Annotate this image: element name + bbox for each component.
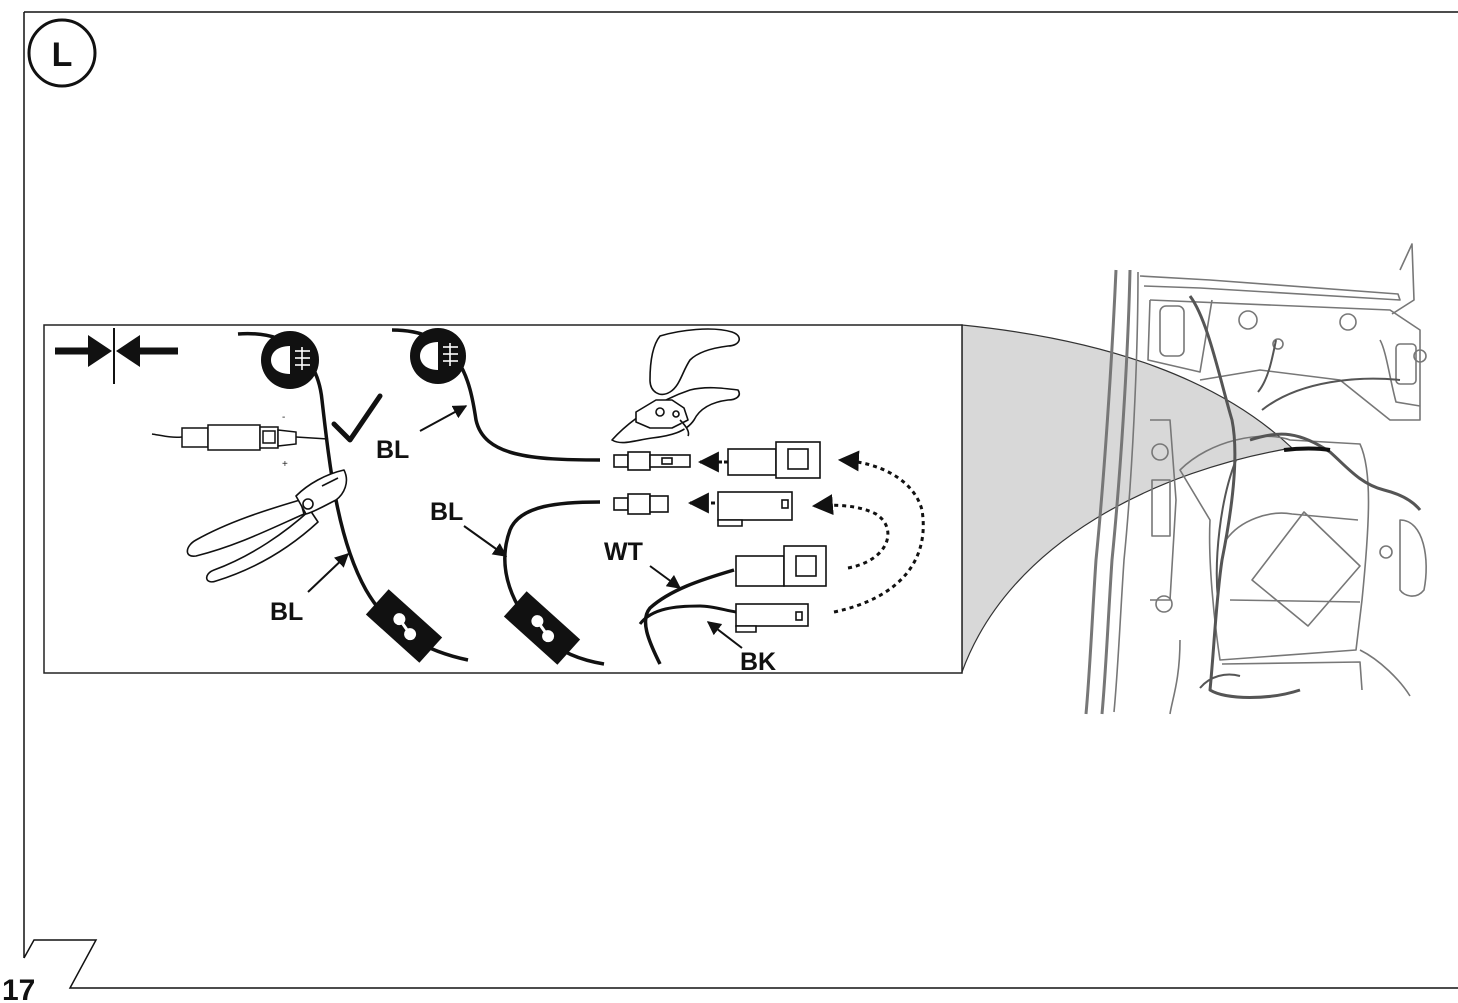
fog-lamp-icon [261, 331, 319, 389]
dotted-arrow-upper [833, 450, 925, 614]
test-light-icon [151, 424, 329, 451]
step-letter-badge: L [27, 18, 97, 88]
wire-label-bk: BK [740, 648, 776, 676]
test-light-plus: + [282, 459, 288, 470]
male-housing-2 [735, 545, 827, 587]
female-housing-2 [735, 603, 809, 633]
wire-section-1: - + BL [151, 331, 469, 663]
crimping-tool-icon [611, 328, 741, 444]
dotted-arrow-lower [811, 494, 890, 570]
wire-label-wt: WT [604, 538, 643, 566]
step-letter: L [52, 36, 73, 74]
socket-terminal-1 [613, 493, 669, 515]
wire-section-2: BL BL [376, 328, 925, 666]
splice-connector-icon-2 [503, 591, 581, 665]
test-light-minus: - [282, 412, 285, 423]
page-frame [23, 11, 1458, 989]
page-number: 17 [2, 974, 35, 1003]
pinch-icon [55, 328, 178, 384]
spade-terminal-1 [613, 451, 691, 471]
fog-lamp-icon-2 [410, 328, 466, 384]
detail-panel [43, 324, 963, 674]
female-housing-1 [717, 491, 793, 527]
splice-connector-icon [365, 589, 443, 663]
wire-section-3: WT BK [604, 538, 827, 676]
pliers-icon [186, 469, 348, 583]
check-mark-icon [331, 393, 383, 443]
wire-label-bl-3: BL [430, 498, 463, 526]
male-housing-1 [727, 441, 821, 479]
wire-label-bl-1: BL [270, 598, 303, 626]
wire-label-bl-2: BL [376, 436, 409, 464]
vehicle-rear-interior [1084, 243, 1427, 715]
